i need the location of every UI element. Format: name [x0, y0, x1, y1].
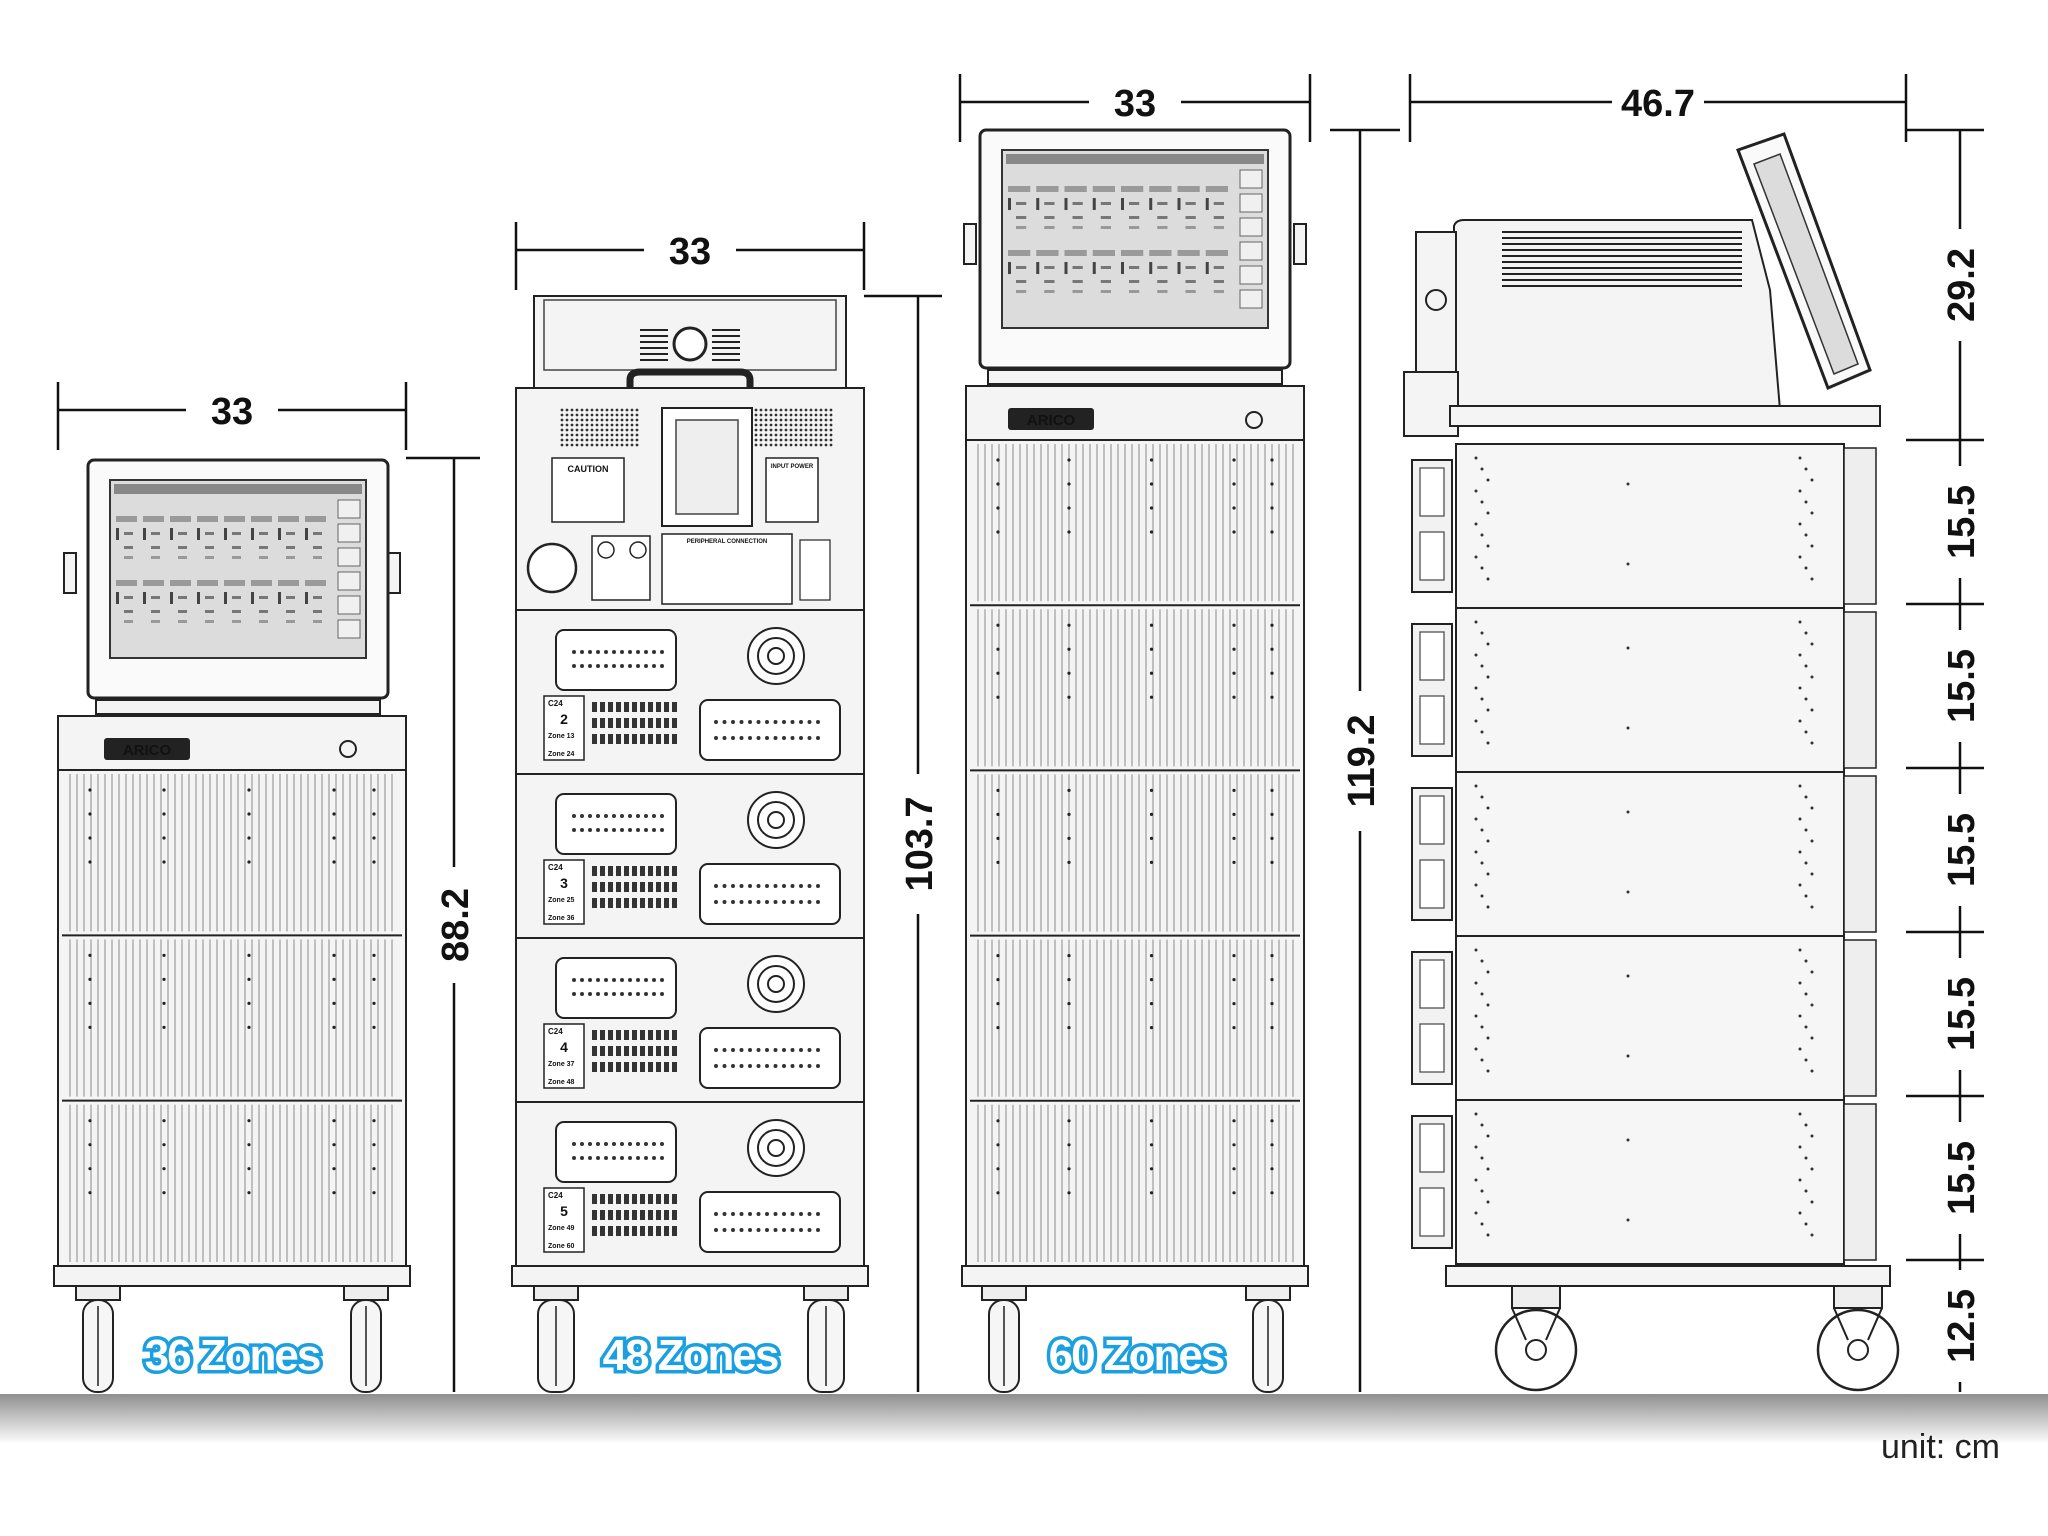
stack-height-label: 15.5	[1941, 1141, 1983, 1215]
svg-text:Zone 25: Zone 25	[548, 897, 575, 904]
zone-count-label: 36 Zones	[145, 1331, 320, 1380]
zone-range-label	[543, 1023, 585, 1089]
heavy-connector	[555, 629, 677, 691]
heavy-connector	[555, 793, 677, 855]
cooling-fan-icon	[747, 955, 805, 1013]
unit-label: unit: cm	[1881, 1428, 2000, 1466]
side-module	[1411, 443, 1877, 609]
side-module	[1411, 935, 1877, 1101]
side-connector	[1411, 787, 1453, 921]
svg-text:C24: C24	[548, 1027, 563, 1036]
heavy-connector	[555, 1121, 677, 1183]
svg-text:C24: C24	[548, 1191, 563, 1200]
input-power-label	[765, 457, 819, 523]
stack-height-label: 29.2	[1941, 248, 1983, 322]
brand-label: ARICO	[1027, 412, 1076, 429]
svg-text:33: 33	[669, 231, 711, 273]
svg-text:119.2: 119.2	[1341, 715, 1383, 808]
controller-housing	[1453, 219, 1782, 411]
height-dimension: 119.2	[1330, 128, 1400, 1392]
brand-label: ARICO	[123, 742, 172, 759]
heavy-connector	[699, 1191, 841, 1253]
cabinet-body	[57, 769, 407, 1267]
svg-text:PERIPHERAL CONNECTION: PERIPHERAL CONNECTION	[687, 539, 768, 545]
heavy-connector	[699, 699, 841, 761]
width-dimension: 33	[56, 382, 408, 450]
svg-text:Zone 13: Zone 13	[548, 733, 575, 740]
heavy-connector	[555, 957, 677, 1019]
caster-wheel	[1494, 1308, 1578, 1392]
stack-height-label: 12.5	[1941, 1289, 1983, 1363]
heavy-connector	[699, 863, 841, 925]
svg-text:4: 4	[560, 1039, 568, 1055]
svg-text:33: 33	[211, 391, 253, 433]
svg-text:Zone 24: Zone 24	[548, 751, 575, 758]
svg-text:Zone 36: Zone 36	[548, 915, 575, 922]
svg-text:C24: C24	[548, 699, 563, 708]
power-switch-icon	[1245, 411, 1263, 429]
side-stack-dimensions: 29.2 15.5 15.5 15.5 15.5 15.5 12.5	[1906, 128, 1984, 1392]
height-dimension: 88.2	[406, 456, 480, 1392]
svg-text:3: 3	[560, 875, 568, 891]
dimension-lines: 33 33 33 46.7 88.2 103.7 119.2 29.2 15.5 15.5 15.5…	[56, 74, 1984, 1392]
svg-text:33: 33	[1114, 83, 1156, 125]
cable-gland-icon	[526, 542, 578, 594]
svg-text:103.7: 103.7	[899, 796, 941, 891]
arico-logo	[1008, 408, 1094, 430]
unit-side-view	[1403, 132, 1900, 1392]
floor	[0, 1394, 2048, 1444]
width-dimension: 33	[958, 74, 1312, 142]
side-module	[1411, 771, 1877, 937]
peripheral-connection-label	[661, 533, 793, 605]
zone-range-label	[543, 1187, 585, 1253]
svg-text:INPUT POWER: INPUT POWER	[771, 464, 814, 470]
svg-text:46.7: 46.7	[1621, 83, 1695, 125]
cooling-fan-icon	[747, 1119, 805, 1177]
caution-label	[551, 457, 625, 523]
svg-text:Zone 37: Zone 37	[548, 1061, 575, 1068]
height-dimension: 103.7	[864, 294, 942, 1392]
stack-height-label: 15.5	[1941, 813, 1983, 887]
side-module	[1411, 1099, 1877, 1265]
heavy-connector	[699, 1027, 841, 1089]
cooling-fan-icon	[747, 791, 805, 849]
unit-60-zones: ARICO 60 Zones	[961, 128, 1309, 1393]
stack-height-label: 15.5	[1941, 485, 1983, 559]
svg-text:5: 5	[560, 1203, 568, 1219]
svg-text:Zone 48: Zone 48	[548, 1079, 575, 1086]
width-dimension: 33	[514, 222, 866, 290]
cooling-fan-icon	[747, 627, 805, 685]
depth-dimension: 46.7	[1408, 74, 1908, 142]
carry-handle	[626, 368, 754, 400]
svg-text:C24: C24	[548, 863, 563, 872]
connector-port-icon	[672, 326, 708, 362]
unit-36-zones: ARICO 36 Zones	[53, 458, 411, 1393]
side-module	[1411, 607, 1877, 773]
svg-text:Zone 49: Zone 49	[548, 1225, 575, 1232]
stack-height-label: 15.5	[1941, 649, 1983, 723]
svg-text:2: 2	[560, 711, 568, 727]
arico-logo	[104, 738, 190, 760]
power-switch-icon	[339, 740, 357, 758]
svg-text:CAUTION: CAUTION	[568, 464, 609, 474]
caster-wheel	[1816, 1308, 1900, 1392]
zone-count-label: 60 Zones	[1049, 1331, 1224, 1380]
unit-48-zones: CAUTION INPUT POWER PERIPHERAL CONNECTIO…	[511, 295, 869, 1393]
zone-count-label: 48 Zones	[603, 1331, 778, 1380]
zone-range-label	[543, 859, 585, 925]
svg-text:88.2: 88.2	[435, 888, 477, 962]
svg-text:Zone 60: Zone 60	[548, 1243, 575, 1250]
stack-height-label: 15.5	[1941, 977, 1983, 1051]
zone-range-label	[543, 695, 585, 761]
cabinet-body	[965, 439, 1305, 1267]
